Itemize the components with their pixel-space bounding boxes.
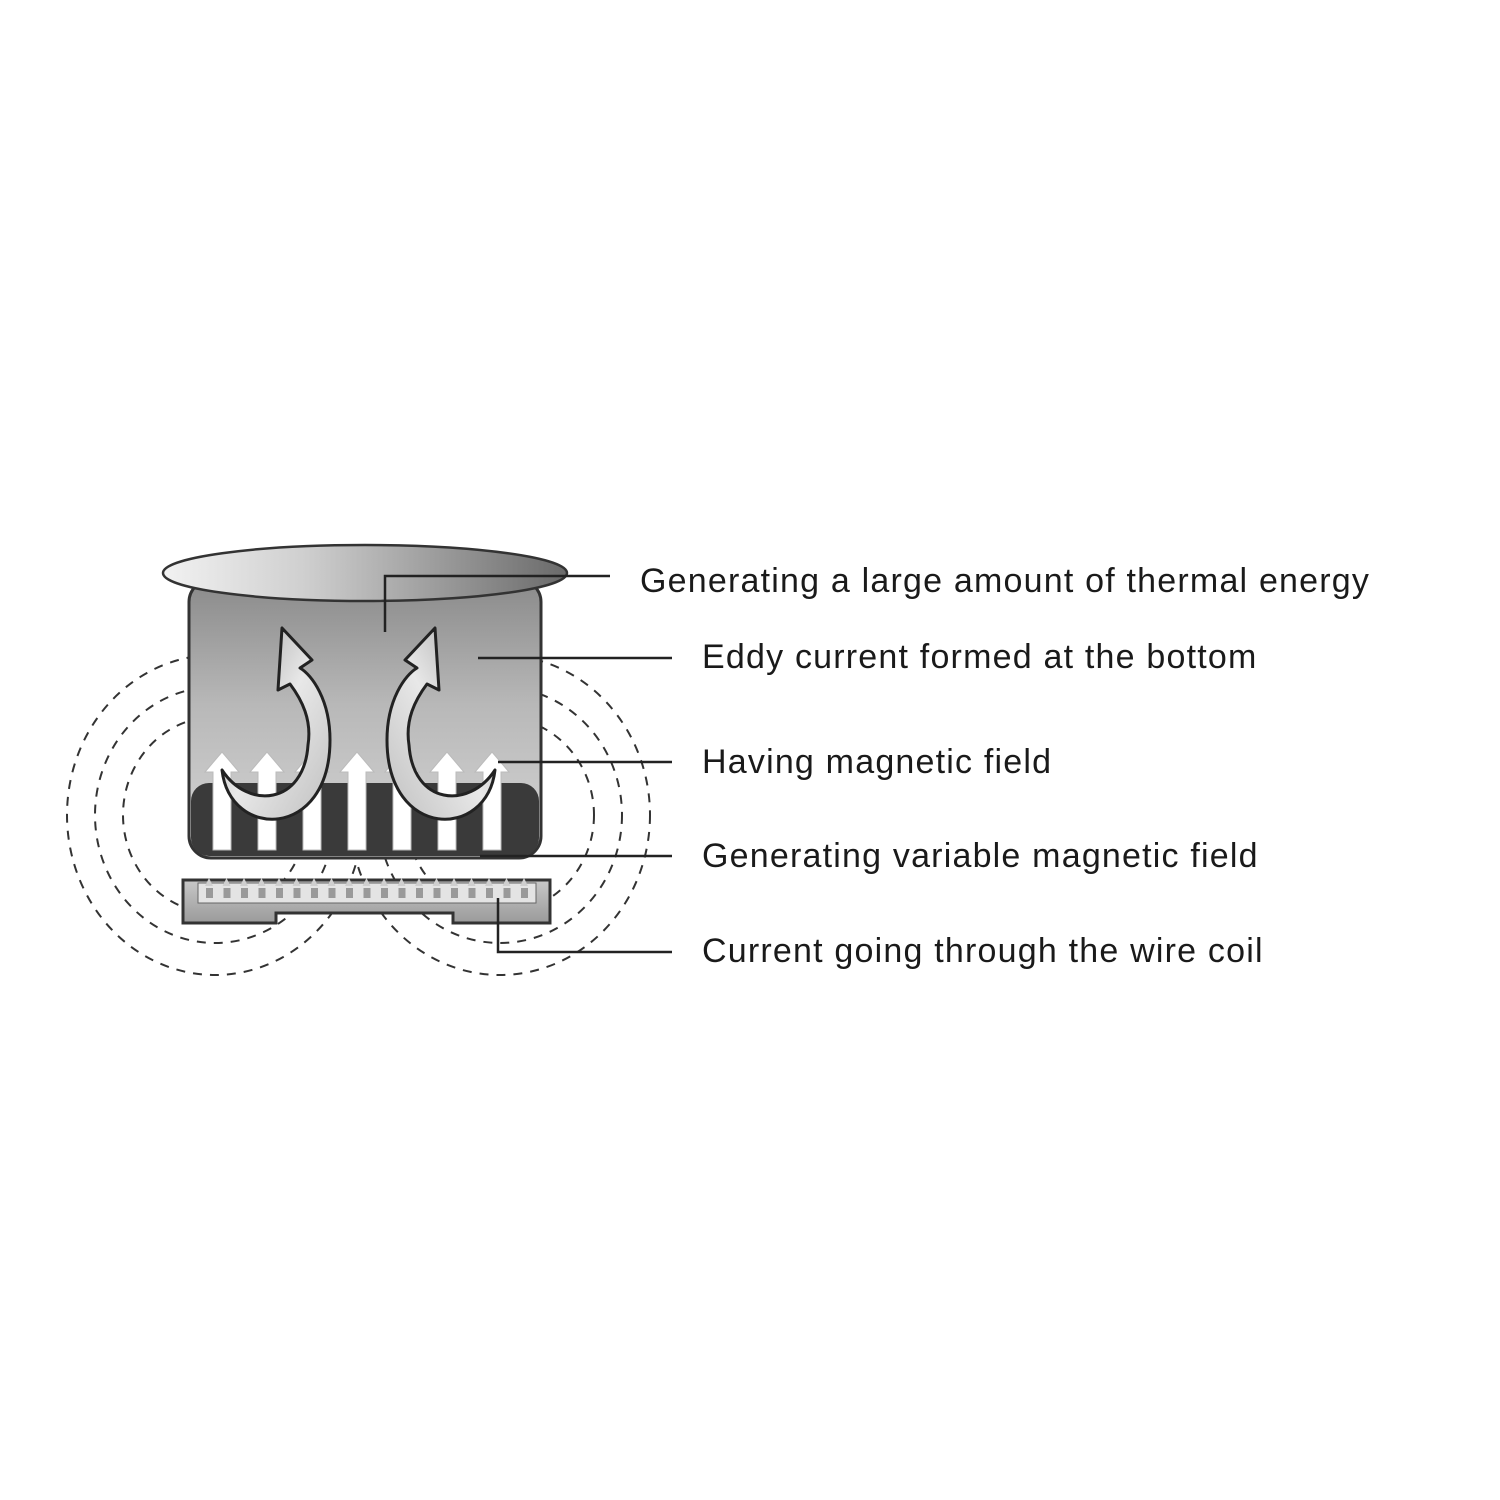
coil-tooth: [520, 878, 528, 886]
coil-tooth: [257, 878, 266, 886]
coil-tooth: [327, 878, 336, 886]
leader-lines: [383, 574, 672, 954]
coil-winding: [363, 888, 371, 898]
coil-tooth: [502, 878, 511, 886]
coil-winding: [416, 888, 423, 898]
coil-winding: [381, 888, 388, 898]
coil-windings: [205, 878, 528, 898]
coil-tooth: [205, 878, 213, 886]
coil-tooth: [362, 878, 371, 886]
coil-tooth: [292, 878, 301, 886]
leader-current: [496, 898, 672, 954]
label-wire-coil-current: Current going through the wire coil: [702, 932, 1264, 970]
coil-tooth: [345, 878, 353, 886]
coil-winding: [223, 888, 231, 898]
coil-tooth: [467, 878, 476, 886]
coil-winding: [486, 888, 493, 898]
coil-tooth: [432, 878, 441, 886]
coil-winding: [328, 888, 336, 898]
coil-tooth: [222, 878, 231, 886]
field-up-arrow: [203, 751, 241, 851]
coil-tooth: [310, 878, 318, 886]
coil-winding: [311, 888, 318, 898]
coil-tooth: [380, 878, 388, 886]
coil-winding: [433, 888, 441, 898]
leader-thermal: [383, 574, 610, 632]
coil-winding: [241, 888, 248, 898]
coil-winding: [451, 888, 458, 898]
coil-winding: [398, 888, 406, 898]
label-magnetic-field: Having magnetic field: [702, 743, 1052, 781]
coil-winding: [276, 888, 283, 898]
coil-winding: [468, 888, 476, 898]
coil-winding: [258, 888, 266, 898]
field-loop-right-inner: [405, 716, 595, 914]
label-variable-magnetic-field: Generating variable magnetic field: [702, 837, 1259, 875]
label-thermal-energy: Generating a large amount of thermal ene…: [640, 562, 1370, 600]
coil-tooth: [450, 878, 458, 886]
eddy-arrow-left: [220, 626, 332, 821]
coil-tooth: [275, 878, 283, 886]
coil-winding: [293, 888, 301, 898]
coil-winding: [346, 888, 353, 898]
coil-winding: [206, 888, 213, 898]
field-loop-right-outer: [349, 654, 651, 976]
wire-coil-base: [181, 878, 552, 925]
coil-tooth: [415, 878, 423, 886]
coil-tooth: [240, 878, 248, 886]
coil-tooth: [485, 878, 493, 886]
label-eddy-current: Eddy current formed at the bottom: [702, 638, 1258, 676]
field-up-arrow: [338, 751, 376, 851]
eddy-arrow-right: [385, 626, 497, 821]
field-up-arrow: [473, 751, 511, 851]
coil-winding: [521, 888, 528, 898]
pot-lid: [161, 543, 569, 603]
coil-tooth: [397, 878, 406, 886]
coil-winding: [503, 888, 511, 898]
